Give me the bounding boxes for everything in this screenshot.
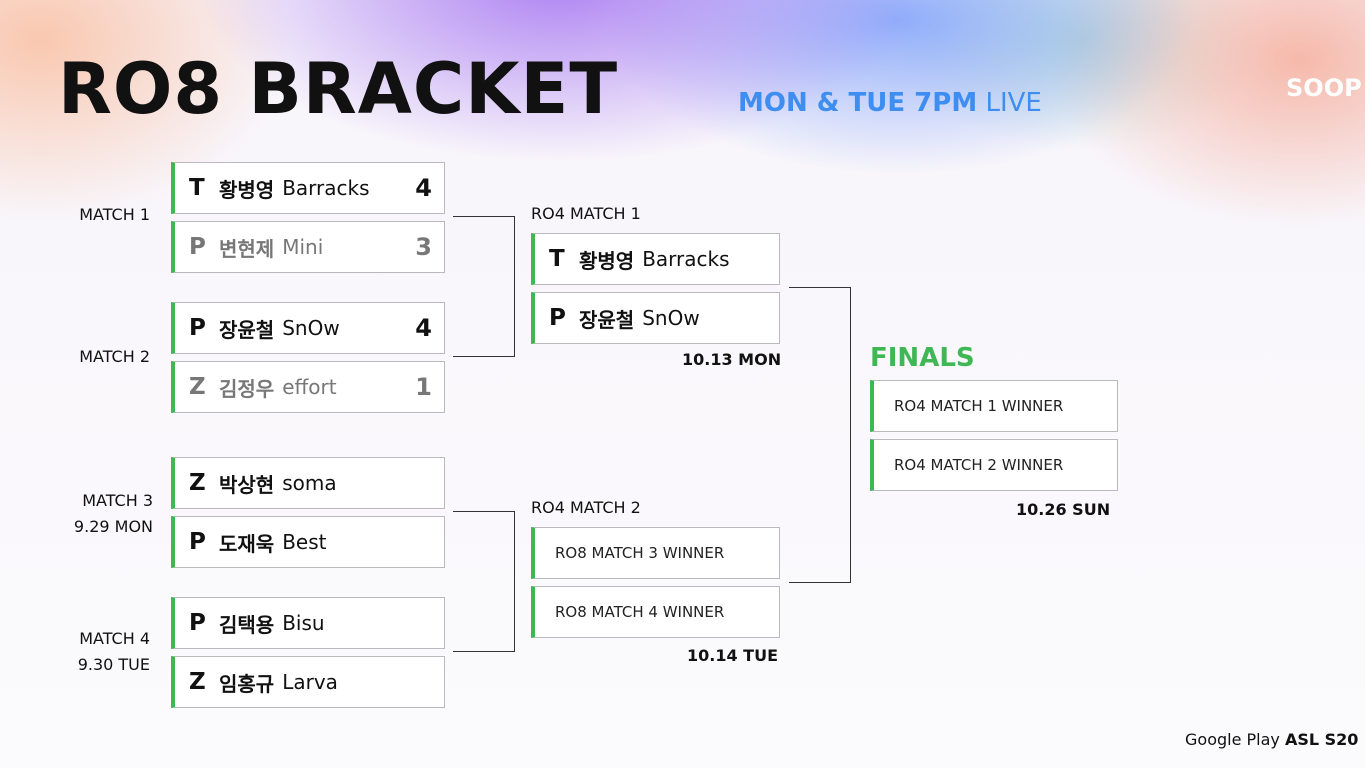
connector-line	[453, 511, 515, 512]
race-icon: T	[189, 175, 205, 201]
page-title: RO8 BRACKET	[58, 48, 619, 130]
player-score: 3	[415, 233, 432, 261]
match-label: MATCH 4	[79, 629, 150, 648]
connector-line	[453, 216, 515, 217]
player-score: 1	[415, 373, 432, 401]
player-id: SnOw	[282, 316, 340, 340]
ro4-match-1-label: RO4 MATCH 1	[531, 204, 641, 223]
finals-label: FINALS	[870, 343, 975, 373]
player-name-kr: 장윤철	[219, 317, 275, 342]
match-date: 9.30 TUE	[77, 655, 150, 674]
race-icon: Z	[189, 374, 206, 400]
player-id: Bisu	[282, 611, 325, 635]
player-name-kr: 도재욱	[219, 531, 275, 556]
match-label: MATCH 2	[79, 347, 150, 366]
schedule-days-time: MON & TUE 7PM	[738, 88, 978, 118]
ro8-m2-player-1: P 장윤철 SnOw 4	[171, 302, 445, 354]
player-id: Barracks	[282, 176, 370, 200]
broadcast-schedule: MON & TUE 7PM LIVE	[738, 86, 1042, 120]
ro4-m2-slot-1: RO8 MATCH 3 WINNER	[531, 527, 780, 579]
race-icon: T	[549, 246, 565, 272]
player-name-kr: 장윤철	[579, 307, 635, 332]
connector-line	[850, 287, 851, 583]
player-id: effort	[282, 375, 337, 399]
ro4-match-1-date: 10.13 MON	[682, 350, 782, 369]
match-date: 9.29 MON	[73, 517, 153, 536]
ro8-match-3-label: MATCH 3 9.29 MON	[53, 488, 153, 540]
player-id: Larva	[282, 670, 338, 694]
player-id: Mini	[282, 235, 324, 259]
schedule-live: LIVE	[985, 88, 1042, 118]
player-name-kr: 김택용	[219, 612, 275, 637]
connector-line	[453, 651, 515, 652]
player-name-kr: 김정우	[219, 376, 275, 401]
player-id: SnOw	[642, 306, 700, 330]
ro8-m1-player-2: P 변현제 Mini 3	[171, 221, 445, 273]
finals-slot-1: RO4 MATCH 1 WINNER	[870, 380, 1118, 432]
player-score: 4	[415, 174, 432, 202]
player-name-kr: 황병영	[579, 248, 635, 273]
soop-logo: SOOP	[1286, 74, 1362, 102]
ro4-match-2-date: 10.14 TUE	[687, 646, 779, 665]
player-score: 4	[415, 314, 432, 342]
player-name-kr: 변현제	[219, 236, 275, 261]
race-icon: Z	[189, 669, 206, 695]
connector-line	[514, 511, 515, 652]
ro8-m1-player-1: T 황병영 Barracks 4	[171, 162, 445, 214]
ro8-m4-player-1: P 김택용 Bisu	[171, 597, 445, 649]
player-id: soma	[282, 471, 337, 495]
finals-slot-2: RO4 MATCH 2 WINNER	[870, 439, 1118, 491]
race-icon: P	[189, 234, 206, 260]
ro4-m2-slot-2: RO8 MATCH 4 WINNER	[531, 586, 780, 638]
connector-line	[789, 287, 851, 288]
ro4-match-2-label: RO4 MATCH 2	[531, 498, 641, 517]
ro8-match-2-label: MATCH 2	[50, 344, 150, 370]
connector-line	[789, 582, 851, 583]
match-label: MATCH 3	[82, 491, 153, 510]
match-label: MATCH 1	[79, 205, 150, 224]
ro8-m3-player-1: Z 박상현 soma	[171, 457, 445, 509]
player-name-kr: 임홍규	[219, 671, 275, 696]
ro8-m3-player-2: P 도재욱 Best	[171, 516, 445, 568]
google-play-logo: Google Play	[1185, 730, 1280, 749]
footer-sponsor: Google Play ASL S20	[1185, 730, 1358, 749]
race-icon: P	[189, 315, 206, 341]
connector-line	[453, 356, 515, 357]
race-icon: Z	[189, 470, 206, 496]
race-icon: P	[549, 305, 566, 331]
race-icon: P	[189, 610, 206, 636]
player-id: Best	[282, 530, 327, 554]
finals-date: 10.26 SUN	[1016, 500, 1111, 519]
ro4-m1-player-2: P 장윤철 SnOw	[531, 292, 780, 344]
ro8-m4-player-2: Z 임홍규 Larva	[171, 656, 445, 708]
player-name-kr: 황병영	[219, 177, 275, 202]
ro8-match-4-label: MATCH 4 9.30 TUE	[50, 626, 150, 678]
event-name: ASL S20	[1284, 730, 1359, 749]
ro4-m1-player-1: T 황병영 Barracks	[531, 233, 780, 285]
player-id: Barracks	[642, 247, 730, 271]
race-icon: P	[189, 529, 206, 555]
connector-line	[514, 216, 515, 357]
ro8-m2-player-2: Z 김정우 effort 1	[171, 361, 445, 413]
player-name-kr: 박상현	[219, 472, 275, 497]
ro8-match-1-label: MATCH 1	[50, 202, 150, 228]
